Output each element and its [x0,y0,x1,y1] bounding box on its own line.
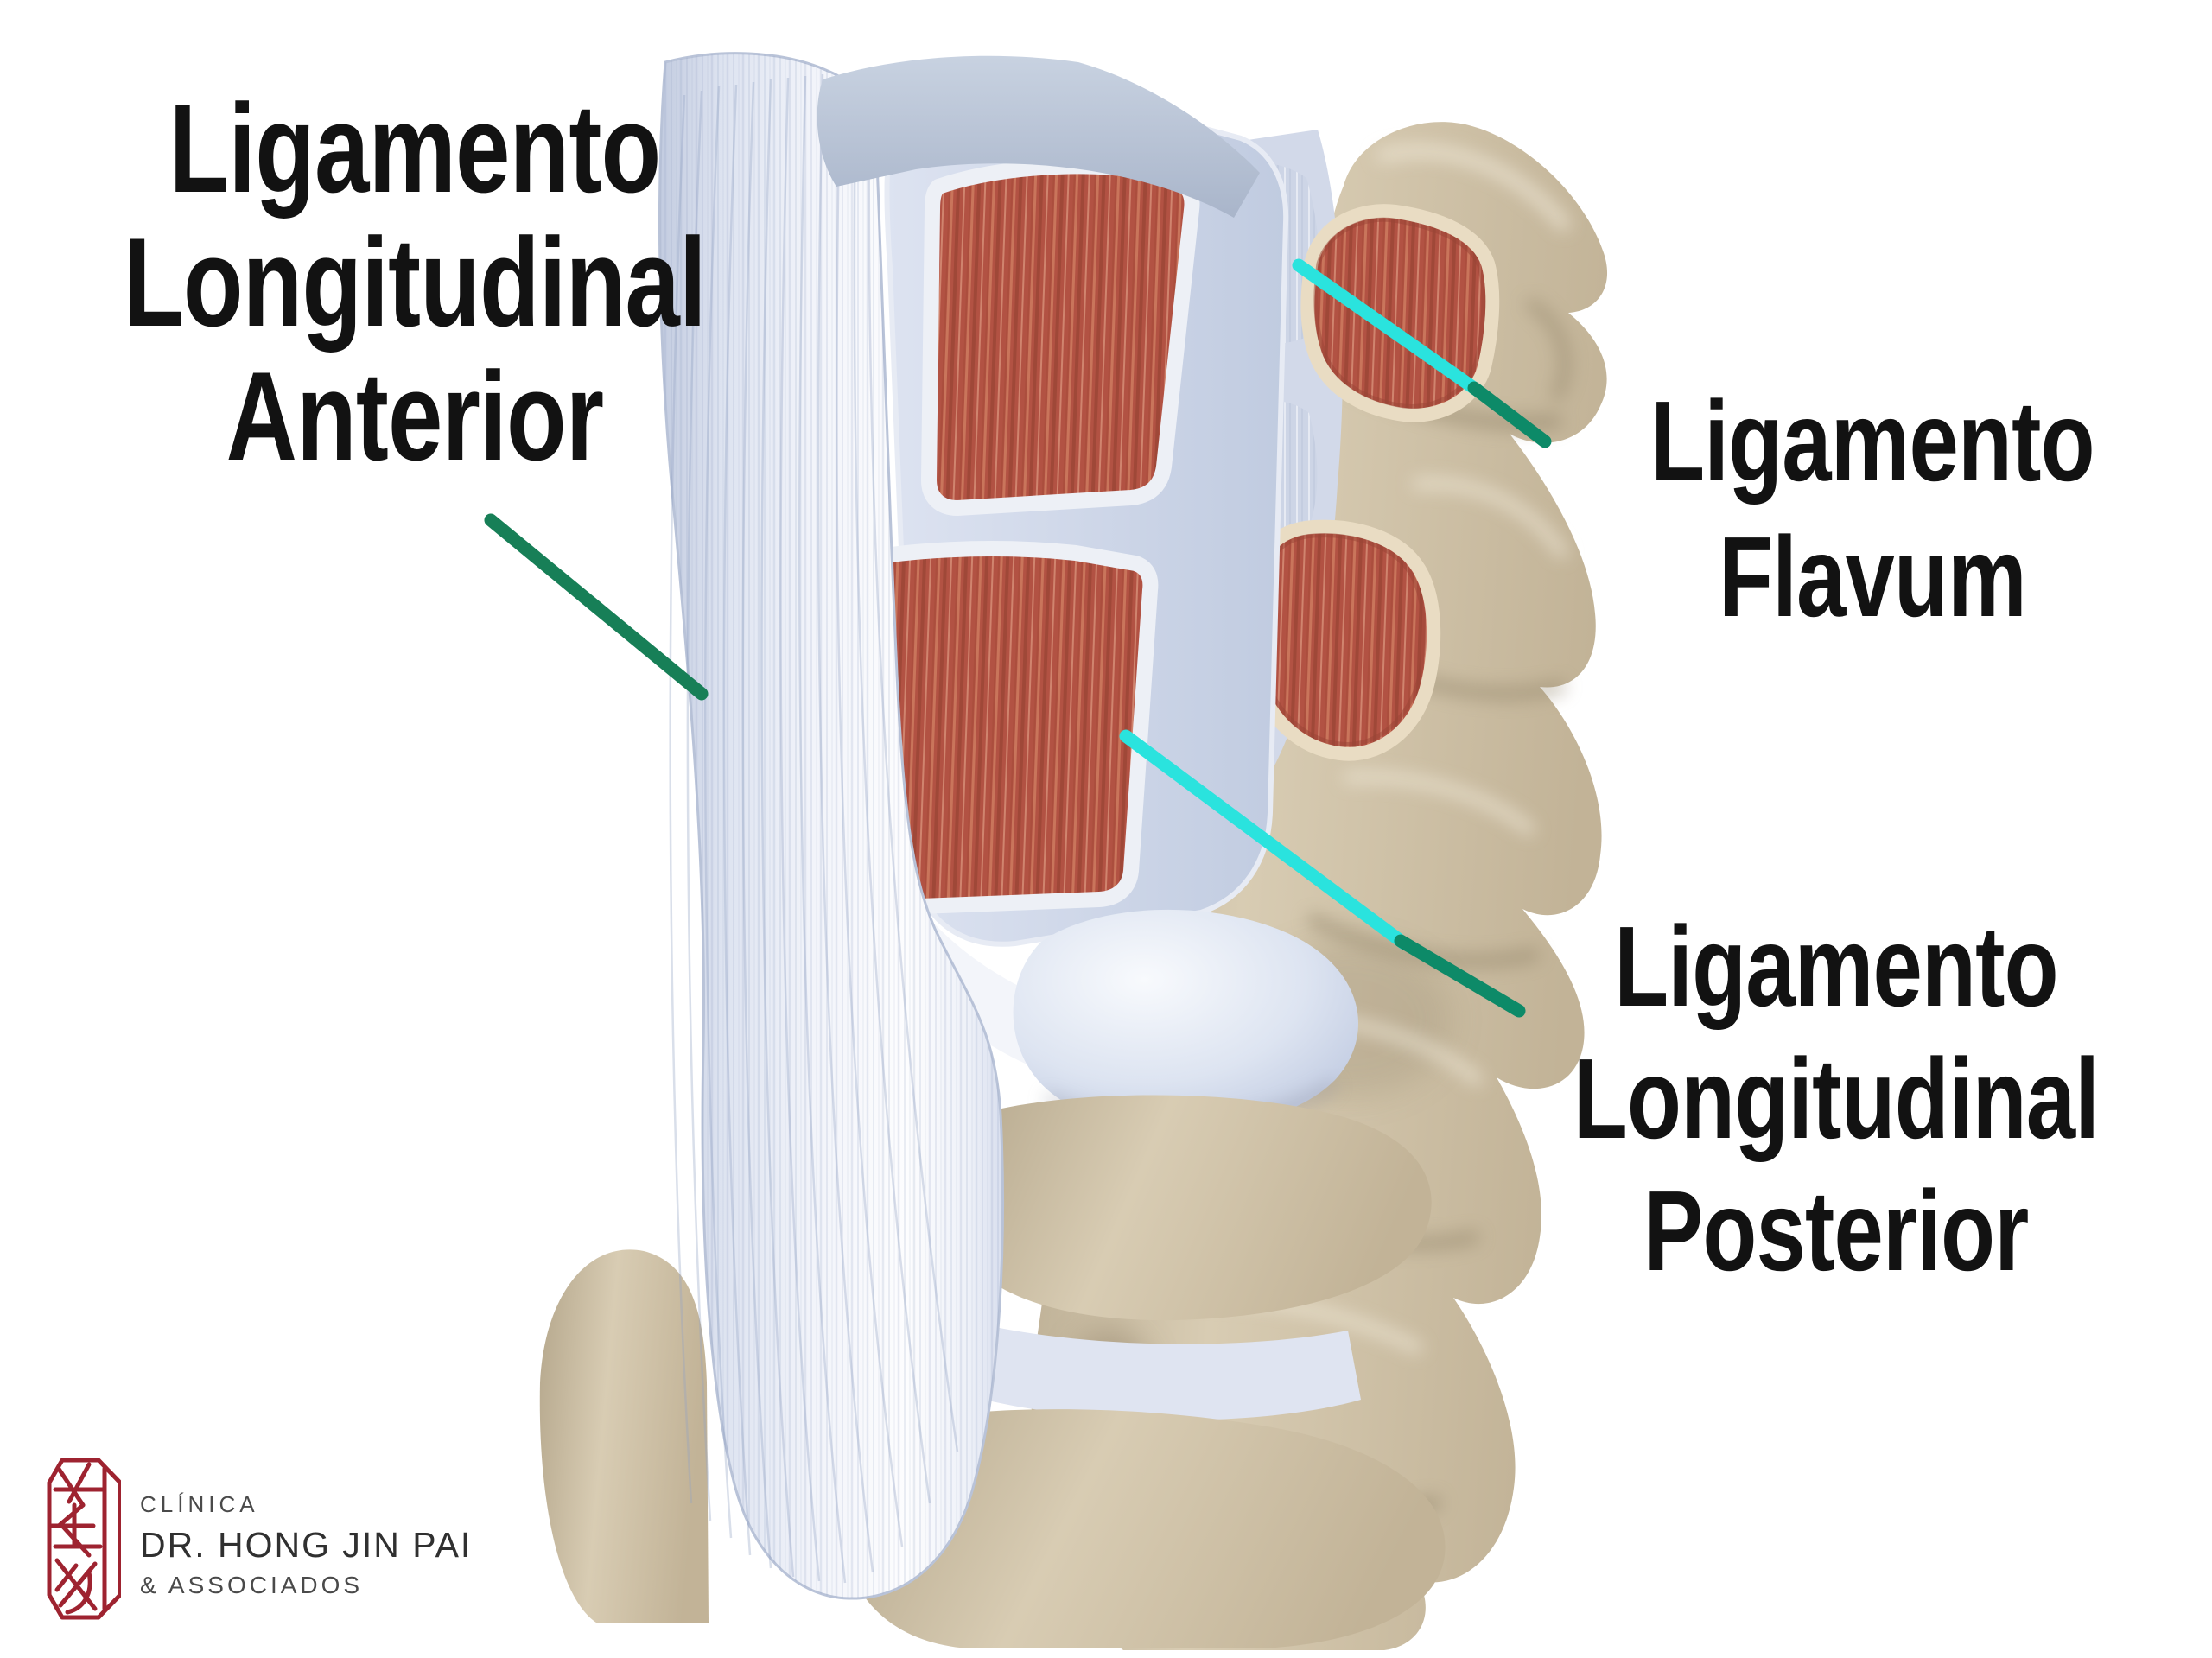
clinic-name-sub: & ASSOCIADOS [140,1572,364,1598]
vertebra-top-cap [817,55,1260,218]
clinic-name-main: DR. HONG JIN PAI [140,1525,473,1565]
label-line: Flavum [1719,513,2027,640]
leader-lines [484,258,1552,1018]
facet-cut-lower [1246,519,1441,761]
leader-flavum-teal [1467,381,1552,448]
label-line: Longitudinal [1573,1035,2100,1162]
label-ligamento-longitudinal-posterior: Ligamento Longitudinal Posterior [1567,900,2106,1297]
label-line: Ligamento [1650,378,2094,505]
discs-and-bodies [539,909,1446,1648]
ligament-band-texture [659,53,1003,1599]
label-ligamento-flavum: Ligamento Flavum [1603,373,2142,645]
leader-posterior-cyan [1119,729,1411,950]
muscle-block-upper [921,158,1200,516]
label-line: Posterior [1643,1167,2030,1294]
anterior-longitudinal-ligament [658,52,1260,1600]
clinic-seal-icon [47,1458,121,1620]
vertebral-body-mid [946,1095,1432,1321]
clinic-logo: CLÍNICA DR. HONG JIN PAI & ASSOCIADOS [41,1455,472,1624]
clinic-name-small: CLÍNICA [140,1491,259,1517]
bulging-disc [1013,909,1359,1129]
bone-shoulder-left [539,1249,709,1623]
clinic-logo-text: CLÍNICA DR. HONG JIN PAI & ASSOCIADOS [140,1455,472,1599]
leader-anterior [484,513,709,701]
ligament-fibers [669,73,959,1584]
label-line: Anterior [226,346,604,486]
vertebral-body-bottom [839,1409,1446,1648]
leader-posterior-teal [1394,934,1526,1018]
vertebral-body-cut-block [831,95,1289,1090]
label-ligamento-longitudinal-anterior: Ligamento Longitudinal Anterior [111,81,718,483]
label-line: Longitudinal [124,212,707,353]
leader-flavum-cyan [1292,258,1484,397]
disc-sliver [955,1318,1361,1420]
label-line: Ligamento [1614,903,2058,1030]
label-line: Ligamento [168,78,662,219]
